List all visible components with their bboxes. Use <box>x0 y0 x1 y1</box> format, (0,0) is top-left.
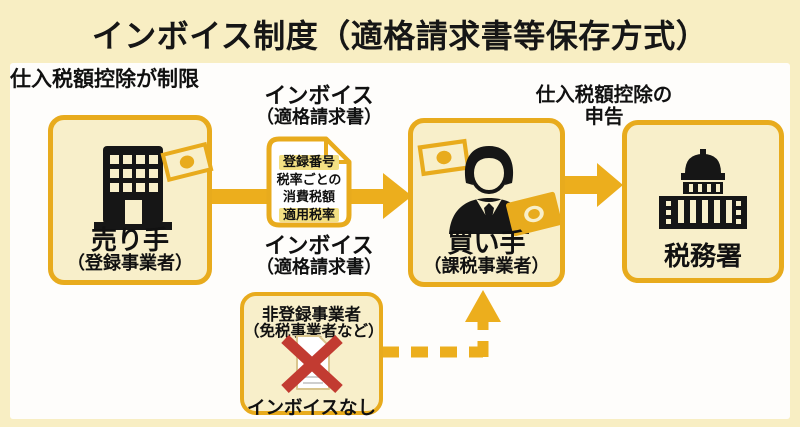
office-building-icon <box>94 146 172 230</box>
banknote-icon <box>160 141 214 183</box>
invoice-label-top: インボイス （適格請求書） <box>229 84 409 128</box>
diagram-panel: インボイス （適格請求書） インボイス （適格請求書） 仕入税額控除の 申告 仕… <box>10 63 790 419</box>
deduction-report-line1: 仕入税額控除の <box>535 84 673 106</box>
tax-office-label: 税務署 <box>663 241 742 271</box>
arrow-buyer-to-tax-icon <box>564 163 623 207</box>
invoice-item-tax-by-rate-2: 消費税額 <box>282 189 335 204</box>
invoice-label-top-line2: （適格請求書） <box>256 107 382 128</box>
seller-sublabel: （登録事業者） <box>67 253 193 273</box>
banknote-icon <box>505 191 563 237</box>
buyer-box: 買い手 （課税事業者） <box>408 118 565 287</box>
invoice-item-registration-number: 登録番号 <box>278 154 339 170</box>
invoice-label-bottom: インボイス （適格請求書） <box>229 234 409 278</box>
invoice-document: 登録番号 税率ごとの 消費税額 適用税率 <box>265 135 353 229</box>
buyer-label: 買い手 <box>447 228 526 258</box>
red-x-icon <box>281 334 343 394</box>
seller-box: 売り手 （登録事業者） <box>48 115 214 285</box>
invoice-label-top-line1: インボイス <box>264 83 374 108</box>
non-registered-caption: インボイスなし <box>247 397 376 418</box>
seller-label: 売り手 <box>90 225 169 255</box>
non-registered-line1: 非登録事業者 <box>262 306 361 324</box>
invoice-label-bottom-line1: インボイス <box>264 233 374 258</box>
deduction-report-line2: 申告 <box>584 106 624 129</box>
deduction-restricted-label: 仕入税額控除が制限 <box>10 68 199 91</box>
invoice-document-items: 登録番号 税率ごとの 消費税額 適用税率 <box>265 154 353 222</box>
page-title: インボイス制度（適格請求書等保存方式） <box>91 18 709 54</box>
dashed-arrow-nonregistered-to-buyer-icon <box>382 290 501 358</box>
government-building-icon <box>659 149 747 229</box>
non-registered-box: 非登録事業者 （免税事業者など） インボイスなし <box>240 292 384 418</box>
invoice-label-bottom-line2: （適格請求書） <box>256 257 382 278</box>
invoice-item-tax-by-rate-1: 税率ごとの <box>276 171 342 187</box>
buyer-sublabel: （課税事業者） <box>423 256 550 276</box>
deduction-report-label: 仕入税額控除の 申告 <box>514 84 694 129</box>
non-registered-line2: （免税事業者など） <box>244 323 384 340</box>
invoice-item-applied-rate: 適用税率 <box>278 207 339 222</box>
crossed-document-icon <box>281 334 343 394</box>
banknote-icon <box>417 138 471 177</box>
tax-office-box: 税務署 <box>622 120 784 283</box>
